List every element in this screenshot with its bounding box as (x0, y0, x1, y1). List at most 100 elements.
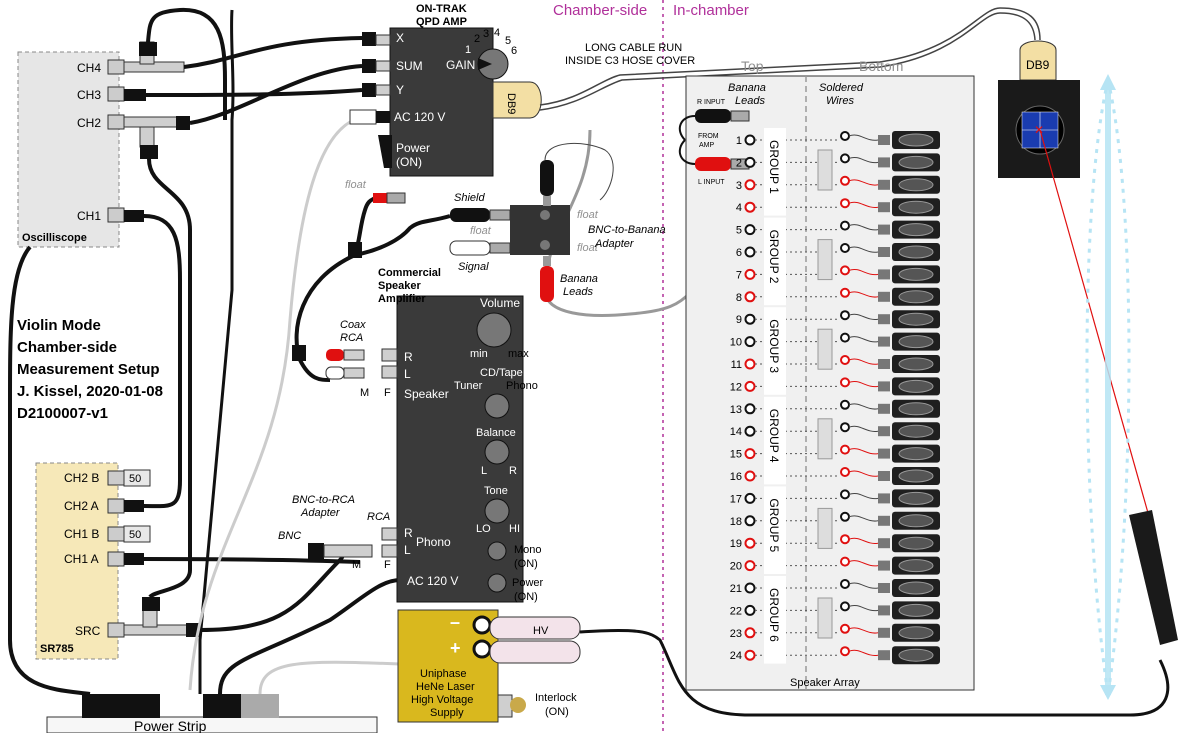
input-selector-knob[interactable] (484, 393, 510, 419)
solder-wire-23 (848, 627, 879, 634)
speaker-tab-19 (878, 538, 890, 549)
from-amp-label-2: AMP (699, 142, 715, 149)
group-label-6: GROUP 6 (767, 588, 781, 642)
tee-ch2-cap (140, 145, 158, 159)
float-label-2: float (470, 225, 492, 237)
lead-number-20: 20 (730, 561, 742, 573)
lead-number-18: 18 (730, 516, 742, 528)
speaker-tab-18 (878, 515, 890, 526)
tone-label: Tone (484, 485, 508, 497)
lead-number-17: 17 (730, 493, 742, 505)
group-box-5 (764, 486, 786, 574)
interlock-label: Interlock (535, 692, 577, 704)
coax-rca-red-tip (343, 349, 365, 361)
rca-m: M (352, 559, 361, 571)
solder-terminal-22 (840, 601, 850, 612)
speaker-cone-7 (898, 267, 934, 281)
cable-note-2: INSIDE C3 HOSE COVER (565, 55, 695, 67)
lead-terminal-9 (744, 313, 756, 325)
solder-terminal-24 (840, 646, 850, 657)
volume-knob[interactable] (476, 312, 512, 348)
terminator-ch1b-label: 50 (129, 529, 141, 541)
solder-wire-14 (848, 425, 879, 432)
qpd-ac-socket (376, 111, 390, 123)
plug-3 (203, 694, 241, 718)
lead-terminal-4 (744, 201, 756, 213)
speaker-r-port (381, 348, 398, 362)
shield-plug (450, 208, 490, 222)
solder-wire-10 (848, 336, 879, 343)
laser-spot-icon: ✕ (1034, 123, 1044, 137)
phono-l-label: L (404, 543, 411, 557)
shield-tip (489, 209, 511, 221)
banana-label-2: Leads (563, 286, 593, 298)
speaker-r-label: R (404, 350, 413, 364)
lead-terminal-16 (744, 470, 756, 482)
group-resistor-3 (817, 328, 833, 370)
signal-plug (449, 240, 491, 256)
speaker-cone-24 (898, 648, 934, 662)
group-resistor-1 (817, 149, 833, 191)
group-box-6 (764, 576, 786, 664)
balance-r: R (509, 465, 517, 477)
speaker-tab-10 (878, 336, 890, 347)
cable-junction (348, 242, 362, 258)
speaker-cone-12 (898, 379, 934, 393)
power-strip (46, 716, 378, 733)
tee-src (123, 624, 195, 636)
l-input-plug (695, 157, 731, 171)
solder-terminal-10 (840, 332, 850, 343)
qpd-power-state: (ON) (396, 155, 422, 169)
tone-knob[interactable] (484, 498, 510, 524)
qpd-x-plug (362, 32, 376, 46)
qpd-power-label: Power (396, 141, 430, 155)
solder-terminal-20 (840, 556, 850, 567)
interlock-housing (497, 694, 513, 718)
qpd-gain-4: 4 (494, 27, 500, 39)
balance-knob[interactable] (484, 439, 510, 465)
fiber-mode-left (1085, 79, 1110, 696)
qpd-power-switch[interactable] (378, 135, 392, 168)
banana-black-tip (543, 196, 551, 206)
speaker-cone-3 (898, 178, 934, 192)
phono-l-port (381, 544, 398, 558)
qpd-title-2: QPD AMP (416, 16, 467, 28)
speaker-tab-2 (878, 157, 890, 168)
hv-label-3: High Voltage (411, 694, 473, 706)
speaker-cone-18 (898, 514, 934, 528)
solder-terminal-19 (840, 534, 850, 545)
lead-number-19: 19 (730, 538, 742, 550)
chamber-side-heading: Chamber-side (553, 2, 647, 19)
plug-4 (241, 694, 279, 718)
black-cables (8, 7, 451, 696)
oscilloscope (17, 51, 120, 248)
solder-wire-11 (848, 358, 879, 365)
mono-button[interactable] (487, 541, 507, 561)
adapter-post-1 (540, 210, 550, 220)
hv-plus-terminal (472, 639, 492, 659)
solder-terminal-23 (840, 623, 850, 634)
hv-cable-label: HV (533, 625, 549, 637)
solder-terminal-12 (840, 377, 850, 388)
bnc-rca-label-1: BNC-to-RCA (292, 494, 355, 506)
bnc-label: BNC (278, 530, 301, 542)
speaker-cone-8 (898, 290, 934, 304)
solder-terminal-18 (840, 511, 850, 522)
speaker-tab-13 (878, 403, 890, 414)
sr785-ch2a-bnc (124, 500, 144, 512)
r-input-tip (730, 110, 750, 122)
group-label-4: GROUP 4 (767, 409, 781, 463)
solder-wire-13 (848, 403, 879, 410)
solder-wire-5 (848, 224, 879, 231)
solder-terminal-21 (840, 579, 850, 589)
speaker-tab-14 (878, 426, 890, 437)
array-banana-2: Leads (735, 95, 765, 107)
interlock-key[interactable] (510, 697, 526, 713)
lead-number-3: 3 (736, 180, 742, 192)
speaker-cone-21 (898, 581, 934, 595)
lead-terminal-12 (744, 380, 756, 392)
group-resistor-6 (817, 597, 833, 639)
lead-number-7: 7 (736, 269, 742, 281)
amp-power-button[interactable] (487, 573, 507, 593)
plug-1 (82, 694, 122, 718)
